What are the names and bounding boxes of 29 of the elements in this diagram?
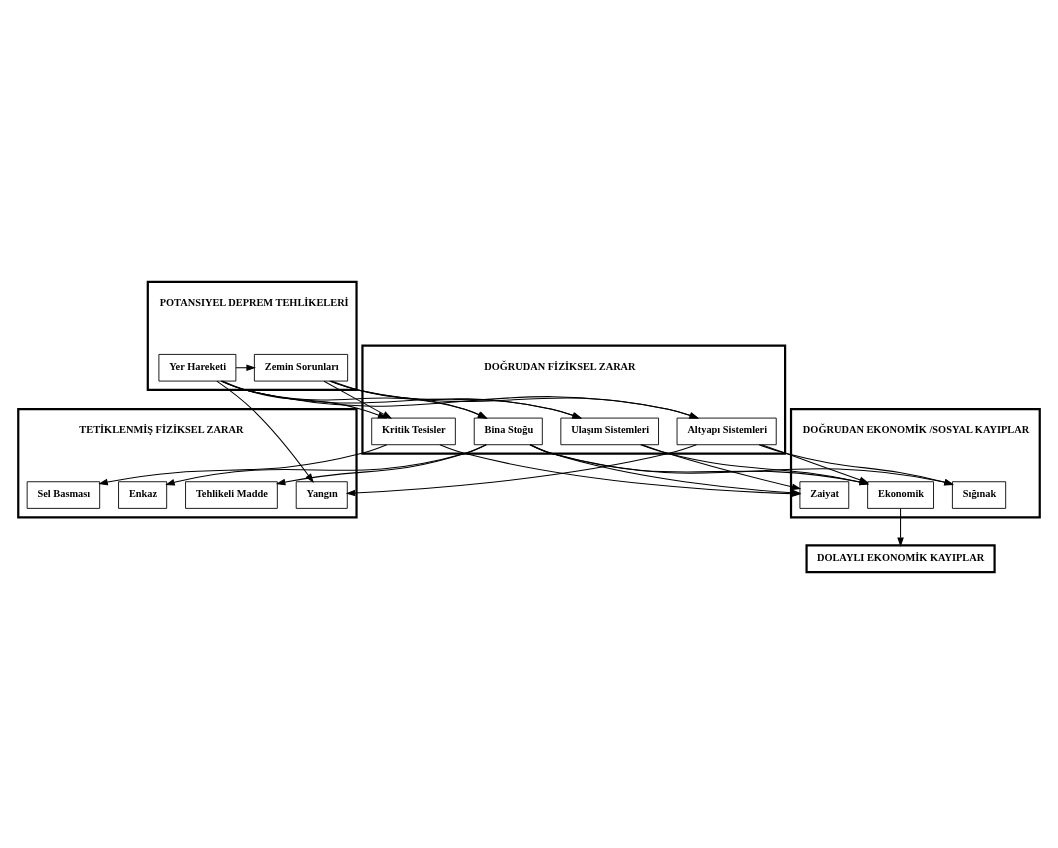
arrow (529, 444, 954, 486)
node-box: Bina Stoğu (473, 417, 543, 446)
node-box: Sel Basması (26, 481, 101, 509)
arrow (323, 380, 393, 419)
node-box: DOLAYLI EKONOMİK KAYIPLAR (805, 544, 996, 574)
node-box: Zaiyat (799, 481, 850, 509)
arrow (761, 444, 869, 483)
node-box: Ekonomik (867, 481, 934, 509)
node-box: Ulaşım Sistemleri (560, 417, 659, 446)
node-box: Enkaz (118, 481, 168, 509)
arrow (330, 380, 488, 419)
arrow (216, 380, 314, 483)
node-box: Zemin Sorunları (253, 353, 349, 382)
arrow (758, 444, 954, 486)
arrow (221, 380, 488, 419)
arrow (221, 380, 388, 419)
arrow (897, 508, 904, 547)
node-box: Tehlikeli Madde (185, 481, 278, 509)
node-box: Altyapı Sistemleri (676, 417, 777, 446)
arrow (529, 444, 870, 486)
arrow (345, 444, 697, 497)
arrow (641, 444, 802, 491)
arrow (165, 444, 487, 486)
node-box: Sığınak (951, 481, 1007, 509)
node-box: Yangın (295, 481, 348, 509)
arrow (235, 364, 256, 372)
arrow (640, 444, 870, 486)
node-box: Yer Hareketi (158, 353, 237, 382)
node-box: Kritik Tesisler (371, 417, 456, 446)
